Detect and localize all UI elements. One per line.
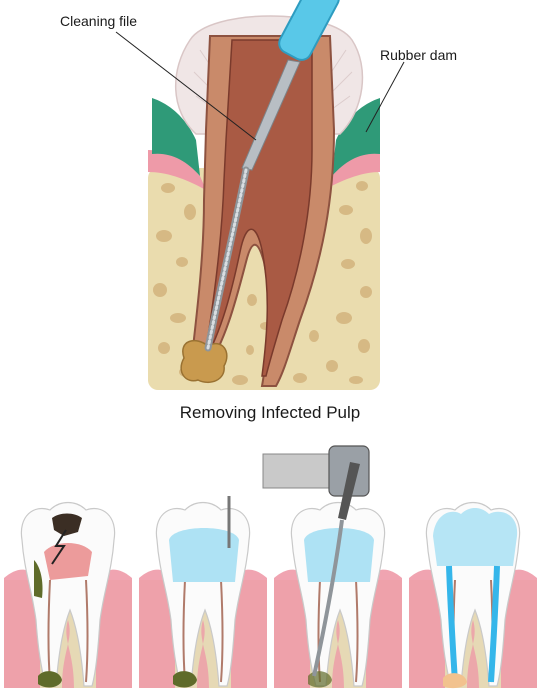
main-cutaway: Cleaning file Rubber dam Removing Infect… xyxy=(60,0,457,422)
step-file-shaft xyxy=(312,519,344,677)
step-gum-left xyxy=(409,569,445,688)
step-file-handle xyxy=(338,462,360,520)
step-filled-canal-right xyxy=(488,565,500,683)
cleaning-file xyxy=(204,0,340,352)
step-abscess xyxy=(38,671,62,688)
step-decay xyxy=(52,513,82,536)
step-canal-right xyxy=(355,579,359,683)
rubber-dam-leader xyxy=(365,61,405,133)
step-gum-left xyxy=(274,569,310,688)
gum-right xyxy=(324,150,380,190)
step-crack xyxy=(51,529,67,565)
gum-left xyxy=(148,150,206,190)
rubber-dam-right xyxy=(332,98,380,176)
step-infected-pulp xyxy=(44,543,92,580)
step-gum-left xyxy=(4,569,40,688)
cleaning-file-leader xyxy=(115,31,257,141)
step-panel-2 xyxy=(139,445,370,688)
step-panel-3 xyxy=(274,462,402,688)
diagram-caption: Removing Infected Pulp xyxy=(180,403,361,422)
step-gum-left xyxy=(139,569,175,688)
step-gum-right xyxy=(231,569,267,688)
cleaning-file-label: Cleaning file xyxy=(60,13,137,29)
rubber-dam-label: Rubber dam xyxy=(380,47,457,63)
step-panel-4 xyxy=(409,501,537,689)
abscess xyxy=(180,339,228,384)
step-filled-canal-left xyxy=(446,565,458,683)
step-tooth xyxy=(20,501,116,687)
step-crown-fill xyxy=(433,508,518,566)
step-healed-area xyxy=(443,673,467,689)
rubber-dam-left xyxy=(152,98,200,176)
step-opened-pulp xyxy=(169,528,239,582)
step-canal-right xyxy=(220,579,224,683)
step-gum-mid xyxy=(332,620,344,688)
step-handpiece-shaft xyxy=(262,453,334,489)
step-canal-right xyxy=(85,579,89,683)
step-abscess xyxy=(173,671,197,688)
step-gum-right xyxy=(366,569,402,688)
step-sequence xyxy=(4,445,537,689)
step-panel-1 xyxy=(4,501,132,688)
step-gum-right xyxy=(96,569,132,688)
step-gum-mid xyxy=(62,620,74,688)
step-gum-right xyxy=(501,569,537,688)
step-infection-spot xyxy=(34,560,43,598)
step-opened-pulp xyxy=(304,528,374,582)
step-gum-mid xyxy=(197,620,209,688)
step-gum-mid xyxy=(467,620,479,688)
